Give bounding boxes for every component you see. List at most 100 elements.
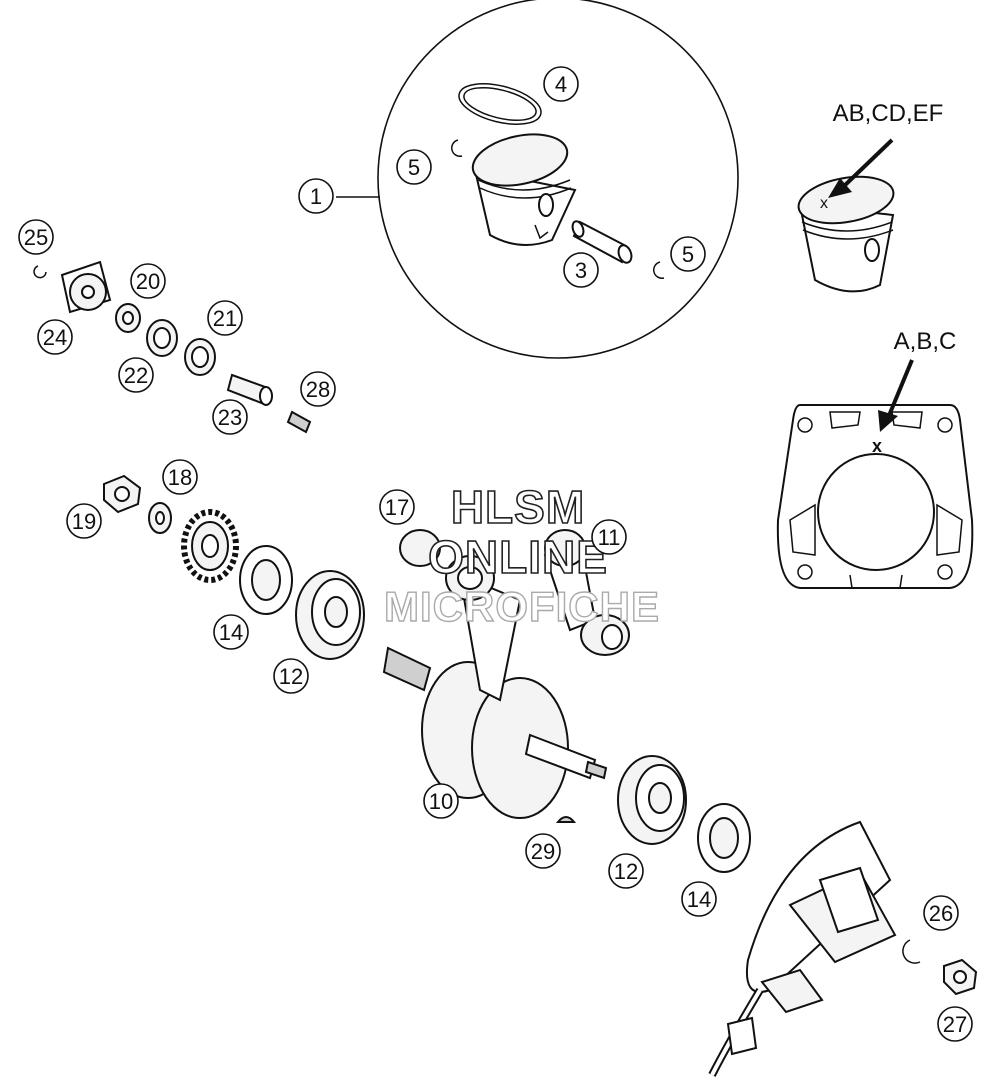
callout-number: 17: [385, 495, 409, 520]
cylinder-marking-label: A,B,C: [894, 328, 957, 355]
callout-layer: 1345510111212141417181920212223242526272…: [18, 66, 973, 1042]
callout-18: 18: [162, 459, 198, 495]
washer-26: [902, 939, 921, 964]
callout-number: 23: [218, 405, 242, 430]
callout-circle: [591, 519, 627, 555]
callout-circle: [681, 881, 717, 917]
callout-12: 12: [608, 853, 644, 889]
pin-28: [286, 410, 312, 434]
callout-number: 4: [555, 72, 567, 97]
callout-22: 22: [118, 357, 154, 393]
woodruff-key-29: [555, 816, 577, 823]
gear-side-group: [103, 474, 365, 660]
seal-14-left: [239, 545, 293, 615]
callout-circle: [273, 658, 309, 694]
nut-27: [943, 958, 978, 996]
callout-number: 12: [279, 664, 303, 689]
watermark-line-1: HLSM: [451, 481, 585, 533]
callout-25: 25: [18, 219, 54, 255]
circlip-left: [451, 139, 463, 157]
callout-number: 5: [408, 155, 420, 180]
callout-circle: [298, 178, 334, 214]
callout-number: 11: [598, 525, 621, 550]
callout-number: 26: [929, 901, 953, 926]
watermark-line-2: ONLINE: [428, 531, 608, 583]
callout-circle: [937, 1006, 973, 1042]
callout-number: 10: [429, 789, 453, 814]
callout-circle: [66, 503, 102, 539]
callout-number: 1: [310, 184, 322, 209]
callout-5: 5: [396, 149, 432, 185]
callout-number: 20: [136, 269, 160, 294]
callout-circle: [563, 252, 599, 288]
piston-mark-x: x: [820, 195, 828, 212]
callout-20: 20: [130, 263, 166, 299]
callout-circle: [396, 149, 432, 185]
piston: [471, 133, 577, 246]
piston-pin: [571, 220, 633, 264]
callout-circle: [207, 300, 243, 336]
callout-number: 12: [614, 859, 638, 884]
nut-19: [103, 474, 142, 514]
callout-circle: [212, 399, 248, 435]
piston-detail-circle: [377, 0, 739, 359]
callout-circle: [923, 895, 959, 931]
callout-number: 22: [124, 363, 148, 388]
callout-number: 19: [72, 509, 96, 534]
callout-number: 5: [682, 242, 694, 267]
callout-circle: [18, 219, 54, 255]
seal-20: [115, 303, 141, 333]
circlip-25: [33, 265, 47, 279]
callout-24: 24: [37, 319, 73, 355]
callout-23: 23: [212, 399, 248, 435]
bearing-12-right: [617, 755, 687, 845]
bearing-21: [184, 338, 216, 376]
callout-number: 24: [43, 325, 67, 350]
callout-number: 25: [24, 225, 48, 250]
needle-bearing-17: [399, 529, 441, 567]
shaft-23: [226, 373, 273, 406]
callout-number: 21: [213, 306, 237, 331]
callout-19: 19: [66, 503, 102, 539]
watermark-line-3: MICROFICHE: [384, 583, 660, 630]
cylinder-mark-x: x: [872, 436, 882, 456]
callout-circle: [37, 319, 73, 355]
callout-circle: [213, 614, 249, 650]
washer-18: [148, 502, 172, 534]
callout-circle: [118, 357, 154, 393]
callout-3: 3: [563, 252, 599, 288]
callout-26: 26: [923, 895, 959, 931]
callout-circle: [130, 263, 166, 299]
bearing-22: [146, 319, 178, 357]
impeller-24: [60, 260, 112, 314]
piston-marking-label: AB,CD,EF: [833, 100, 944, 127]
left-parts-group: [33, 260, 312, 434]
piston-ring: [458, 83, 542, 125]
callout-4: 4: [543, 66, 579, 102]
callout-number: 14: [687, 887, 711, 912]
crankshaft-group: [382, 529, 630, 819]
callout-number: 18: [168, 465, 192, 490]
callout-circle: [300, 371, 336, 407]
callout-1: 1: [298, 178, 334, 214]
callout-circle: [379, 489, 415, 525]
callout-circle: [525, 833, 561, 869]
callout-number: 29: [531, 839, 555, 864]
bearing-12-left: [295, 570, 365, 660]
callout-circle: [670, 236, 706, 272]
right-parts-group: [555, 755, 751, 873]
callout-10: 10: [423, 783, 459, 819]
cylinder-base-figure: [776, 359, 974, 589]
callout-17: 17: [379, 489, 415, 525]
callout-28: 28: [300, 371, 336, 407]
callout-5: 5: [670, 236, 706, 272]
stator-group: [708, 820, 978, 1077]
callout-11: 11: [591, 519, 627, 555]
callout-number: 27: [943, 1012, 967, 1037]
piston-detail-group: [336, 0, 739, 359]
piston-marking-figure: [797, 138, 895, 293]
callout-circle: [608, 853, 644, 889]
callout-14: 14: [681, 881, 717, 917]
gear: [181, 509, 239, 583]
